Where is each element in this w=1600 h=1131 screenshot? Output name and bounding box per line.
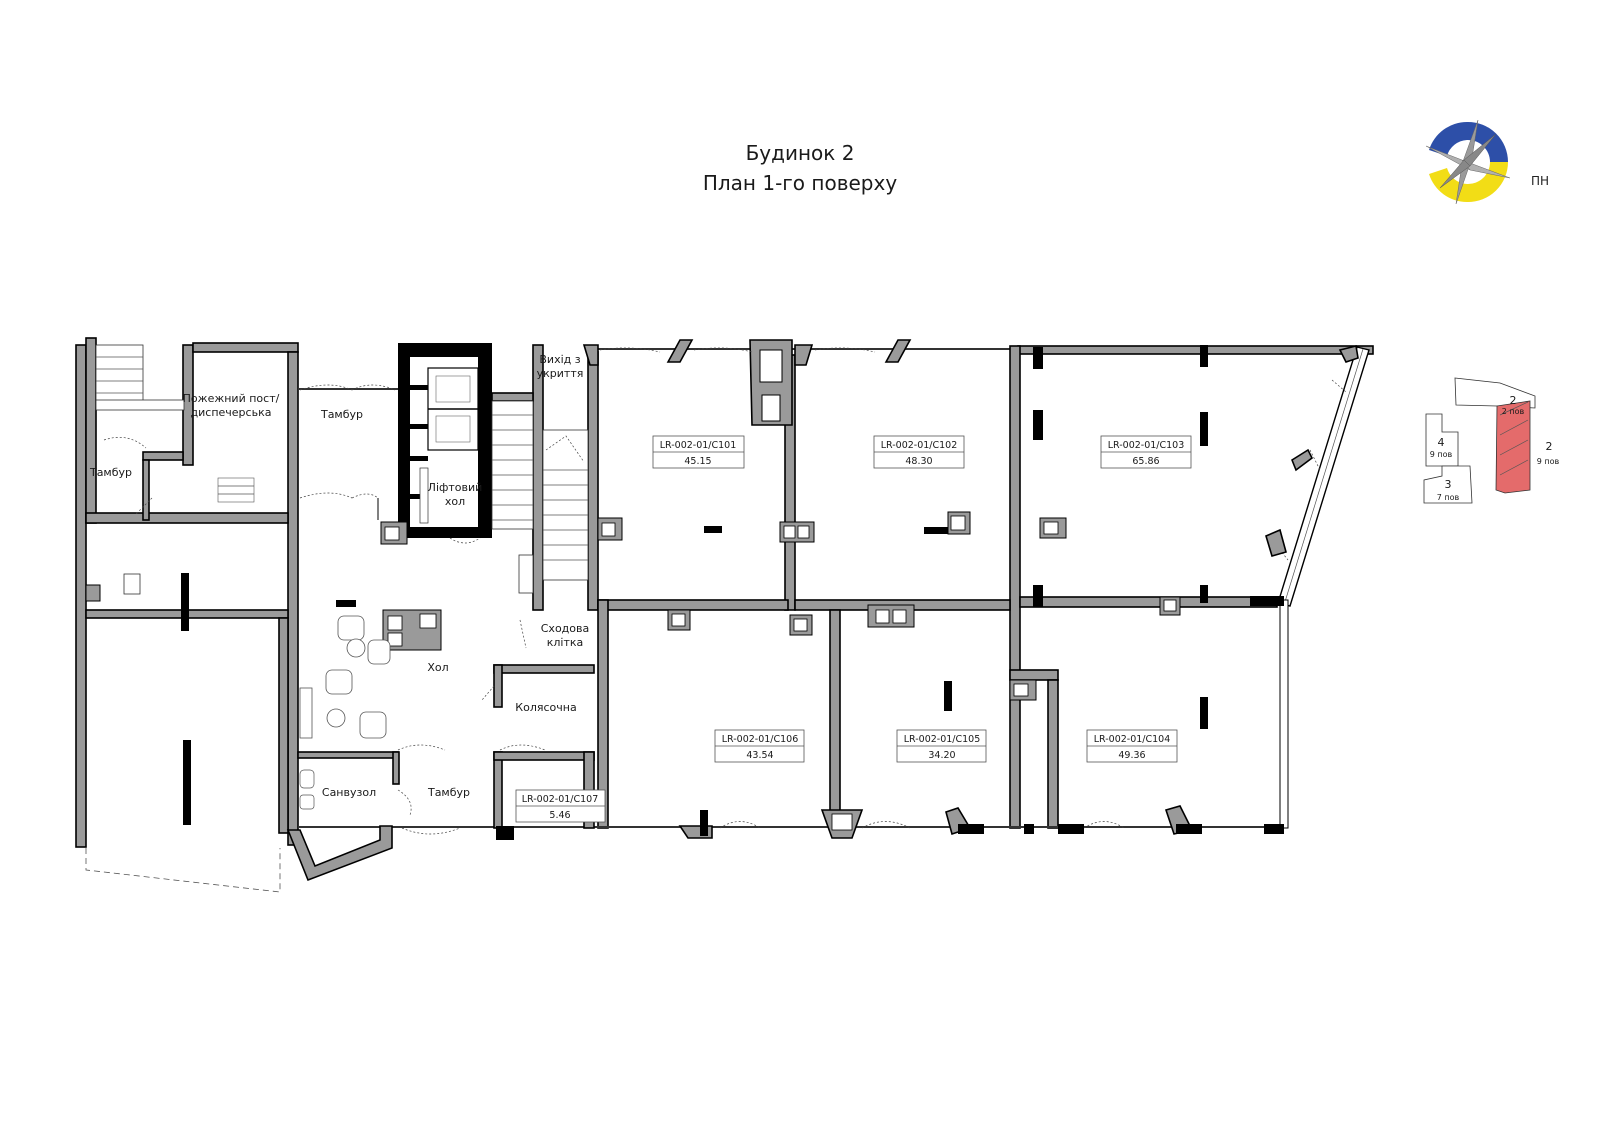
keyplan-b2-num: 2	[1546, 440, 1553, 453]
hall-furniture	[123, 477, 391, 810]
unit-c103[interactable]: LR-002-01/C103 65.86	[1100, 435, 1192, 469]
unit-c101[interactable]: LR-002-01/C101 45.15	[652, 435, 745, 469]
top-columns	[582, 339, 912, 426]
room-lift-hall-2: хол	[445, 495, 465, 508]
keyplan-b2-top-floors: 2 пов	[1502, 407, 1525, 416]
unit-c106[interactable]: LR-002-01/C106 43.54	[714, 729, 805, 763]
unit-area: 5.46	[549, 810, 570, 821]
unit-c105[interactable]: LR-002-01/C105 34.20	[896, 729, 987, 763]
north-label: ПН	[1531, 174, 1550, 188]
keyplan-b3-num: 3	[1445, 478, 1452, 491]
key-plan	[1423, 377, 1536, 504]
room-exit-1: Вихід з	[539, 353, 580, 366]
unit-code: LR-002-01/C107	[522, 794, 599, 805]
unit-code: LR-002-01/C102	[881, 440, 958, 451]
unit-area: 65.86	[1132, 456, 1159, 467]
room-tambur-top: Тамбур	[320, 408, 363, 421]
room-lift-hall-1: Ліфтовий	[428, 481, 483, 494]
room-stair-2: клітка	[547, 636, 584, 649]
keyplan-b4-floors: 9 пов	[1430, 450, 1453, 459]
room-tambur-bottom: Тамбур	[427, 786, 470, 799]
unit-code: LR-002-01/C101	[660, 440, 737, 451]
unit-code: LR-002-01/C106	[722, 734, 799, 745]
unit-c104[interactable]: LR-002-01/C104 49.36	[1086, 729, 1178, 763]
angled-post-1	[1291, 448, 1314, 472]
room-bathroom: Санвузол	[322, 786, 376, 799]
unit-area: 45.15	[684, 456, 711, 467]
elevator-shafts	[419, 367, 479, 524]
keyplan-b2-top-num: 2	[1510, 394, 1517, 407]
wall-posts	[181, 345, 1284, 825]
shaft-squares	[85, 511, 1181, 701]
plan-title-block: Будинок 2 План 1-го поверху	[0, 138, 1600, 198]
door-swings	[103, 347, 1347, 835]
building-title: Будинок 2	[745, 141, 855, 165]
unit-area: 49.36	[1118, 750, 1145, 761]
unit-code: LR-002-01/C105	[904, 734, 981, 745]
main-stair	[491, 400, 589, 594]
terrace-outline	[85, 848, 281, 893]
unit-c107[interactable]: LR-002-01/C107 5.46	[515, 789, 606, 823]
unit-area: 43.54	[746, 750, 773, 761]
room-exit-2: укриття	[537, 367, 584, 380]
compass-icon	[1425, 119, 1511, 205]
unit-code: LR-002-01/C103	[1108, 440, 1185, 451]
bottom-facade	[286, 664, 1284, 882]
unit-area: 48.30	[905, 456, 932, 467]
keyplan-b3-floors: 7 пов	[1437, 493, 1460, 502]
keyplan-b4-num: 4	[1438, 436, 1445, 449]
keyplan-b2-floors: 9 пов	[1537, 457, 1560, 466]
outer-walls	[75, 337, 1374, 848]
left-stair	[95, 344, 185, 521]
room-tambur-left: Тамбур	[89, 466, 132, 479]
room-stroller: Колясочна	[515, 701, 576, 714]
unit-code: LR-002-01/C104	[1094, 734, 1171, 745]
floor-plan-title: План 1-го поверху	[702, 171, 898, 195]
room-fire-post: Пожежний пост/	[183, 392, 280, 405]
room-hall: Хол	[427, 661, 448, 674]
unit-c102[interactable]: LR-002-01/C102 48.30	[873, 435, 965, 469]
unit-area: 34.20	[928, 750, 955, 761]
angled-post-2	[1265, 528, 1287, 557]
angled-post-3	[1338, 345, 1359, 363]
room-dispatch: диспечерська	[191, 406, 272, 419]
room-stair-1: Сходова	[541, 622, 589, 635]
